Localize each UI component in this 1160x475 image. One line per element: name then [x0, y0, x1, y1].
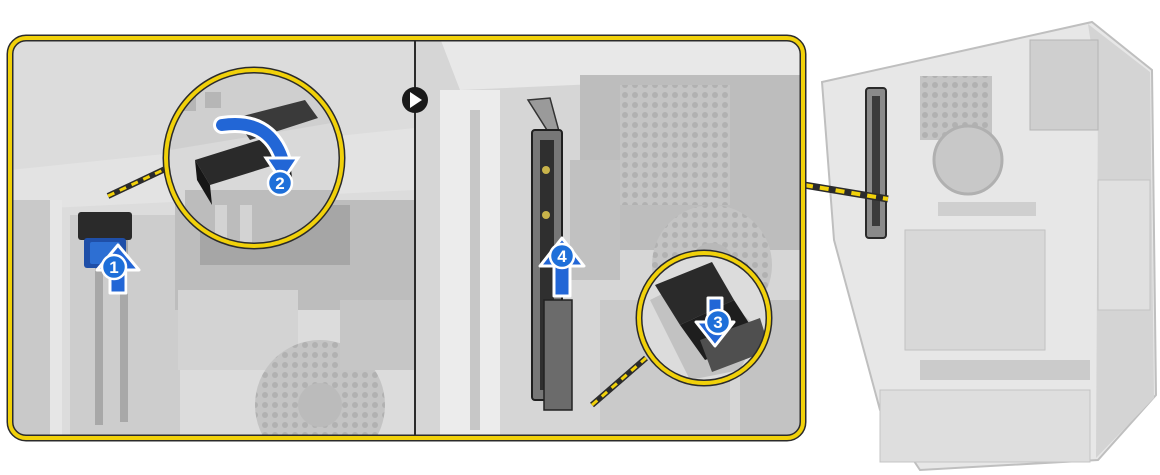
step-badge-1: 1 [102, 255, 126, 279]
right-panel-photo [415, 38, 803, 438]
step-badge-4: 4 [550, 244, 574, 268]
case-fan [620, 85, 730, 205]
step-badge-3: 3 [706, 310, 730, 334]
drive-bay [1098, 180, 1150, 310]
step-number-1: 1 [109, 258, 118, 277]
step-number-4: 4 [557, 247, 567, 266]
power-supply [1030, 40, 1098, 130]
step-number-3: 3 [713, 313, 722, 332]
play-icon [402, 87, 428, 113]
computer-tower [822, 22, 1156, 470]
step-badge-2: 2 [268, 171, 292, 195]
zoom-circle-card-latch [639, 253, 770, 383]
release-latch [78, 212, 132, 240]
cpu-cooler [934, 126, 1002, 194]
step-number-2: 2 [275, 174, 284, 193]
